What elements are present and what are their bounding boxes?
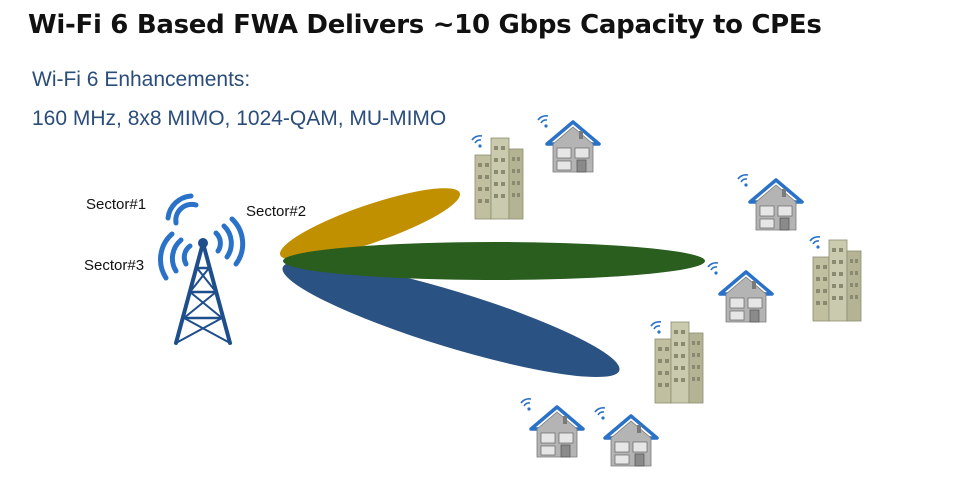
page-title: Wi-Fi 6 Based FWA Delivers ~10 Gbps Capa… <box>28 10 822 40</box>
house-icon <box>603 414 659 468</box>
sector-2-label: Sector#2 <box>246 203 307 220</box>
house-icon <box>545 120 601 174</box>
sector-1-label: Sector#1 <box>86 196 147 213</box>
sector-1-beam <box>279 188 461 260</box>
sector-2-beam <box>283 242 705 280</box>
wifi-signal-icon <box>707 262 719 276</box>
sector-3-label: Sector#3 <box>84 257 145 274</box>
wifi-signal-icon <box>158 193 246 281</box>
wifi-signal-icon <box>520 398 532 412</box>
house-icon <box>529 405 585 459</box>
building-icon <box>812 239 862 322</box>
building-icon <box>654 321 704 404</box>
wifi-signal-icon <box>537 115 549 129</box>
cell-tower-icon <box>174 238 232 345</box>
wifi-signal-icon <box>809 236 821 250</box>
house-icon <box>718 270 774 324</box>
wifi-signal-icon <box>737 174 749 188</box>
house-icon <box>748 178 804 232</box>
wifi-signal-icon <box>594 407 606 421</box>
sector-3-beam <box>282 260 620 378</box>
wifi-signal-icon <box>650 321 662 335</box>
enhancements-heading: Wi-Fi 6 Enhancements: <box>32 68 251 91</box>
building-icon <box>474 137 524 220</box>
wifi-signal-icon <box>471 135 483 149</box>
enhancements-list: 160 MHz, 8x8 MIMO, 1024-QAM, MU-MIMO <box>32 107 447 130</box>
